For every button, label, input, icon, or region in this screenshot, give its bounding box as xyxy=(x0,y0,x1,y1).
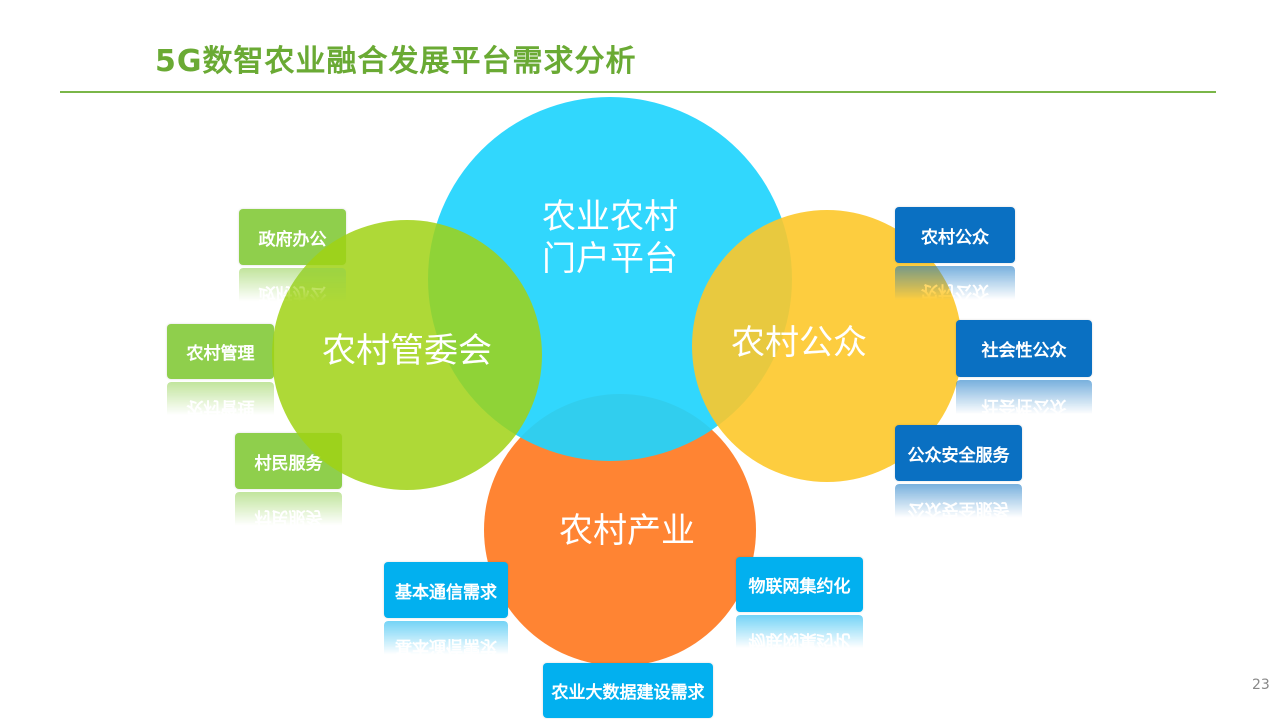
committee-circle xyxy=(272,220,542,490)
public-item-safety-service: 公众安全服务 xyxy=(895,425,1022,481)
industry-item-basic-communication: 基本通信需求 xyxy=(384,562,508,618)
committee-item-gov-office-reflection: 政府办公 xyxy=(239,268,346,324)
industry-item-basic-communication-reflection: 基本通信需求 xyxy=(384,621,508,677)
portal-circle-label: 农业农村 门户平台 xyxy=(542,197,678,279)
industry-item-iot-intensive-reflection: 物联网集约化 xyxy=(736,615,863,670)
committee-item-gov-office: 政府办公 xyxy=(239,209,346,265)
committee-circle-label: 农村管委会 xyxy=(322,331,492,371)
committee-item-rural-management-reflection: 农村管理 xyxy=(167,382,274,437)
public-item-rural-public: 农村公众 xyxy=(895,207,1015,263)
page-number: 23 xyxy=(1252,677,1270,693)
public-item-safety-service-reflection: 公众安全服务 xyxy=(895,484,1022,540)
title-divider xyxy=(60,91,1216,93)
committee-item-rural-management: 农村管理 xyxy=(167,324,274,379)
industry-item-big-data: 农业大数据建设需求 xyxy=(543,663,713,718)
public-item-social-public: 社会性公众 xyxy=(956,320,1092,377)
industry-circle-label: 农村产业 xyxy=(559,511,695,551)
slide-title: 5G数智农业融合发展平台需求分析 xyxy=(155,44,637,79)
industry-item-iot-intensive: 物联网集约化 xyxy=(736,557,863,612)
public-item-rural-public-reflection: 农村公众 xyxy=(895,266,1015,322)
committee-item-villager-service-reflection: 村民服务 xyxy=(235,492,342,548)
public-circle-label: 农村公众 xyxy=(731,323,867,363)
